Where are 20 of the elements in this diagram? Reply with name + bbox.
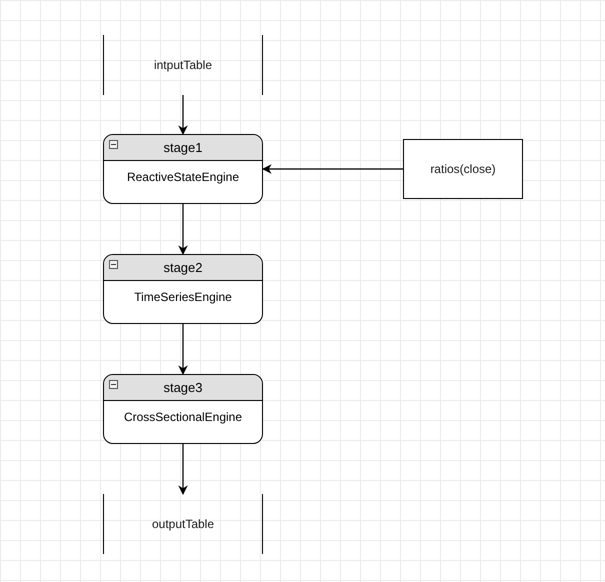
engine-label: CrossSectionalEngine [124,409,242,426]
stage-container [103,374,263,444]
arrow [178,324,188,375]
stage-title: stage3 [163,378,203,397]
process-label: ratios(close) [430,161,496,178]
engine-label: TimeSeriesEngine [134,289,232,306]
table-label: intputTable [154,57,212,74]
arrow [178,204,188,255]
stage-container [103,254,263,324]
data-store [103,494,263,554]
arrow [262,164,403,174]
stage-title: stage1 [163,138,203,157]
arrow [178,444,188,495]
stage-container [103,134,263,204]
engine-label: ReactiveStateEngine [126,169,240,186]
stage-title: stage2 [163,258,203,277]
data-store [103,35,263,95]
arrow [178,95,188,135]
process-box [403,139,523,199]
table-label: outputTable [152,516,214,533]
